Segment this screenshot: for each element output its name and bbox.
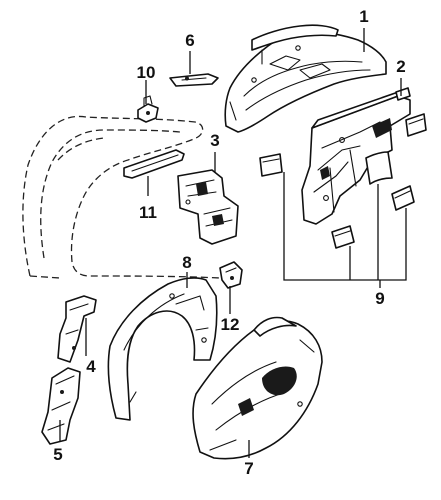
part-9-patch-2 — [405, 113, 427, 137]
leader-9-bracket — [283, 172, 407, 281]
part-11-reinforcement-strip — [123, 149, 185, 179]
quarter-panel-phantom-outline — [22, 115, 221, 279]
callout-11: 11 — [139, 203, 157, 222]
part-9-patch-4 — [391, 185, 415, 211]
callout-labels: 1 2 3 4 5 6 7 8 9 10 11 12 — [53, 7, 405, 478]
part-5-support-lower — [41, 367, 81, 445]
part-8-wheelhouse-outer — [107, 277, 218, 421]
callout-4: 4 — [86, 357, 96, 376]
callout-8: 8 — [182, 253, 191, 272]
callout-12: 12 — [221, 315, 240, 334]
callout-10: 10 — [137, 63, 156, 82]
part-9-patch-1 — [259, 153, 283, 177]
part-9-patch-3 — [365, 151, 393, 185]
part-3-bracket-assembly — [177, 169, 239, 245]
part-2-rear-body-panel — [301, 87, 411, 225]
part-4-support-upper — [57, 295, 97, 363]
callout-2: 2 — [396, 57, 405, 76]
callout-9: 9 — [375, 289, 384, 308]
part-10-clip — [137, 95, 159, 123]
leader-lines — [59, 28, 407, 458]
part-9-patch-5 — [331, 225, 355, 249]
part-7-wheelhouse-inner — [192, 316, 323, 460]
callout-5: 5 — [53, 445, 62, 464]
callout-1: 1 — [359, 7, 368, 26]
part-12-bracket — [219, 261, 243, 289]
callout-6: 6 — [185, 31, 194, 50]
part-6-bracket — [169, 73, 219, 87]
callout-3: 3 — [210, 131, 219, 150]
part-1-quarter-inner-panel — [224, 24, 387, 133]
callout-7: 7 — [244, 459, 253, 478]
